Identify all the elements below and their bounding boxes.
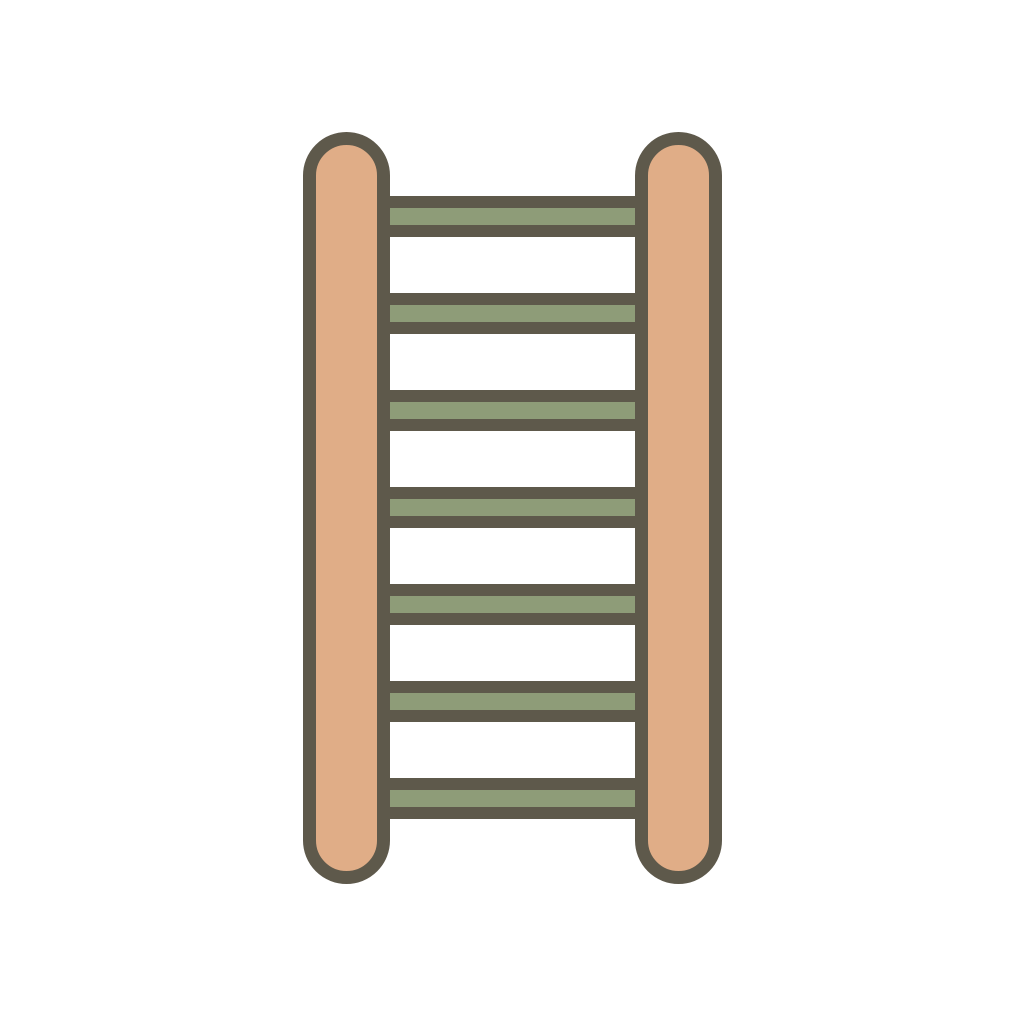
ladder-rung-fill xyxy=(380,499,645,516)
ladder-rung-fill xyxy=(380,208,645,225)
ladder-rungs xyxy=(380,196,645,819)
ladder-rung-fill xyxy=(380,693,645,710)
ladder-left-rail xyxy=(303,132,390,884)
ladder-rung-fill xyxy=(380,402,645,419)
ladder-rung-fill xyxy=(380,790,645,807)
ladder-rung-fill xyxy=(380,596,645,613)
ladder-right-rail xyxy=(635,132,722,884)
ladder-rung-fill xyxy=(380,305,645,322)
